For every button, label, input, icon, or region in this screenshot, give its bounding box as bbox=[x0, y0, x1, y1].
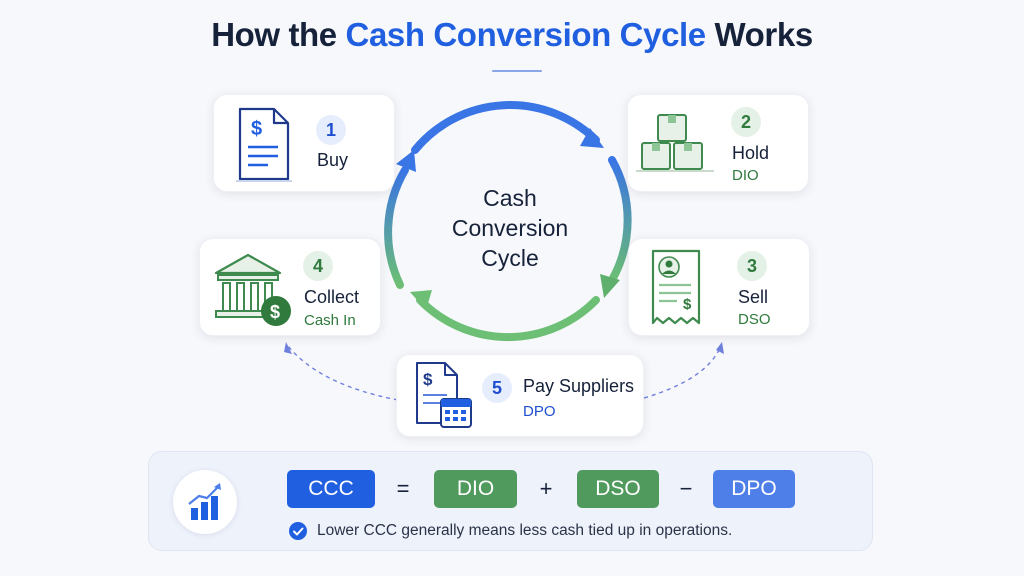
connector-right bbox=[643, 347, 721, 399]
connector-right-arrow bbox=[716, 342, 724, 354]
center-line-3: Cycle bbox=[481, 245, 539, 271]
step-sub-collect: Cash In bbox=[304, 312, 356, 329]
step-card-buy: $ 1 Buy bbox=[213, 94, 395, 192]
page-title: How the Cash Conversion Cycle Works bbox=[0, 16, 1024, 54]
cycle-arrow-left bbox=[396, 150, 416, 172]
formula-term-dpo: DPO bbox=[713, 470, 795, 508]
center-line-2: Conversion bbox=[451, 215, 569, 241]
formula-term-dso: DSO bbox=[577, 470, 659, 508]
connector-left bbox=[287, 345, 399, 401]
step-sub-pay-suppliers: DPO bbox=[523, 403, 556, 420]
cycle-center-label: Cash Conversion Cycle bbox=[430, 183, 590, 273]
title-highlight: Cash Conversion Cycle bbox=[345, 16, 707, 53]
chart-badge bbox=[173, 470, 237, 534]
bank-dollar-icon: $ bbox=[214, 253, 291, 326]
step-label-sell: Sell bbox=[738, 287, 769, 307]
step-sub-sell: DSO bbox=[738, 311, 771, 328]
invoice-dollar-icon: $ bbox=[236, 107, 292, 182]
step-number-4: 4 bbox=[303, 251, 333, 281]
step-card-pay-suppliers: $ 5 Pay Suppliers DPO bbox=[396, 354, 644, 437]
cycle-arrow-top bbox=[580, 128, 604, 148]
step-number-3: 3 bbox=[737, 251, 767, 281]
title-prefix: How the bbox=[211, 16, 346, 53]
formula-note: Lower CCC generally means less cash tied… bbox=[317, 522, 733, 539]
cycle-arc-bottom bbox=[416, 296, 600, 342]
svg-text:$: $ bbox=[270, 302, 280, 322]
invoice-calendar-icon: $ bbox=[416, 362, 472, 428]
title-suffix: Works bbox=[705, 16, 814, 53]
check-circle-icon bbox=[289, 522, 307, 540]
boxes-icon bbox=[636, 114, 714, 172]
formula-term-dio: DIO bbox=[434, 470, 517, 508]
receipt-icon: $ bbox=[651, 249, 701, 325]
formula-operator-plus: + bbox=[539, 476, 553, 501]
step-label-pay-suppliers: Pay Suppliers bbox=[523, 376, 635, 396]
svg-text:$: $ bbox=[423, 370, 433, 389]
step-number-5: 5 bbox=[482, 373, 512, 403]
step-card-collect: $ 4 Collect Cash In bbox=[199, 238, 381, 336]
cycle-arrow-right bbox=[600, 274, 620, 298]
center-line-1: Cash bbox=[483, 185, 537, 211]
cycle-arrow-bottom bbox=[410, 290, 432, 310]
step-label-buy: Buy bbox=[317, 150, 349, 170]
step-card-sell: $ 3 Sell DSO bbox=[628, 238, 810, 336]
cycle-arc-top bbox=[411, 101, 600, 154]
step-number-1: 1 bbox=[316, 115, 346, 145]
step-sub-hold: DIO bbox=[732, 167, 759, 184]
formula-panel: CCC = DIO + DSO − DPO Lower CCC generall… bbox=[148, 451, 873, 551]
step-label-collect: Collect bbox=[304, 287, 360, 307]
svg-text:$: $ bbox=[683, 296, 692, 313]
step-card-hold: 2 Hold DIO bbox=[627, 94, 809, 192]
connector-left-arrow bbox=[284, 342, 292, 354]
formula-term-ccc: CCC bbox=[287, 470, 375, 508]
formula-operator-equals: = bbox=[396, 476, 410, 501]
cycle-arc-right bbox=[608, 156, 632, 284]
step-number-2: 2 bbox=[731, 107, 761, 137]
title-underline bbox=[492, 70, 542, 72]
step-label-hold: Hold bbox=[732, 143, 770, 163]
bar-chart-icon bbox=[188, 483, 221, 520]
formula-operator-minus: − bbox=[679, 476, 693, 501]
svg-text:$: $ bbox=[251, 118, 262, 140]
